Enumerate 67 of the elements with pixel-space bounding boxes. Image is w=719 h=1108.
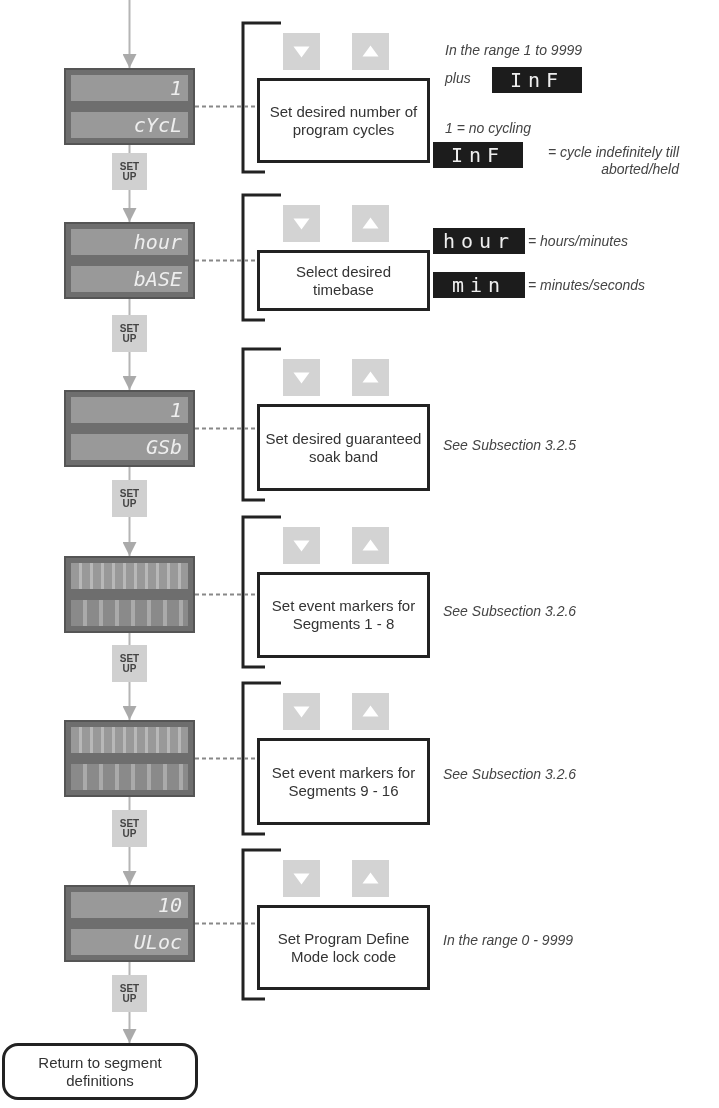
note-text: = hours/minutes bbox=[528, 233, 629, 250]
step-text: Set desired guaranteed soak band bbox=[264, 429, 423, 466]
note-text: See Subsection 3.2.6 bbox=[443, 603, 578, 620]
led-display bbox=[64, 885, 195, 962]
note-text: See Subsection 3.2.6 bbox=[443, 766, 578, 783]
led-display bbox=[64, 556, 195, 633]
display-readout: GSb bbox=[71, 434, 188, 460]
setup-key bbox=[112, 480, 147, 517]
terminal-box bbox=[2, 1043, 198, 1100]
note-text: = minutes/seconds bbox=[528, 277, 647, 294]
dashed-connector bbox=[194, 259, 258, 262]
note-text: 1 = no cycling bbox=[445, 120, 532, 137]
step-text: Set desired number of program cycles bbox=[268, 102, 419, 139]
display-readout: cYcL bbox=[71, 112, 188, 138]
dashed-connector bbox=[194, 922, 258, 925]
note-text: plus bbox=[445, 70, 472, 87]
process-box bbox=[257, 905, 430, 990]
setup-key bbox=[112, 810, 147, 847]
led-display bbox=[64, 390, 195, 467]
led-display bbox=[64, 68, 195, 145]
led-display bbox=[64, 720, 195, 797]
note-text: See Subsection 3.2.5 bbox=[443, 437, 578, 454]
step-text: Set Program Define Mode lock code bbox=[276, 929, 411, 966]
arrow bbox=[122, 516, 137, 557]
dashed-connector bbox=[194, 427, 258, 430]
display-readout: bASE bbox=[71, 266, 188, 292]
process-box bbox=[257, 78, 430, 163]
led-display bbox=[64, 222, 195, 299]
step-text: Select desired timebase bbox=[294, 262, 393, 299]
terminal-text: Return to segment definitions bbox=[37, 1053, 163, 1090]
display-readout: ULoc bbox=[71, 929, 188, 955]
setup-key bbox=[112, 153, 147, 190]
setup-key bbox=[112, 645, 147, 682]
note-text: In the range 1 to 9999 bbox=[445, 42, 583, 59]
arrow bbox=[122, 351, 137, 391]
step-text: Set event markers for Segments 1 - 8 bbox=[270, 597, 417, 633]
key-label: SET UP bbox=[118, 488, 141, 509]
arrow bbox=[122, 681, 137, 721]
display-readout: InF bbox=[492, 67, 582, 93]
key-label: SET UP bbox=[118, 818, 141, 839]
arrow bbox=[122, 1011, 137, 1044]
process-box bbox=[257, 404, 430, 491]
arrow bbox=[122, 846, 137, 886]
process-box bbox=[257, 738, 430, 825]
arrow bbox=[122, 189, 137, 223]
key-label: SET UP bbox=[118, 653, 141, 674]
key-label: SET UP bbox=[118, 323, 141, 344]
display-readout: hour bbox=[71, 229, 188, 255]
display-readout: hour bbox=[433, 228, 525, 254]
setup-key bbox=[112, 315, 147, 352]
display-readout: 1 bbox=[71, 75, 188, 101]
process-box bbox=[257, 572, 430, 658]
key-label: SET UP bbox=[118, 983, 141, 1004]
note-text: = cycle indefinitely till aborted/held bbox=[546, 144, 679, 178]
dashed-connector bbox=[194, 593, 258, 596]
display-readout: 10 bbox=[71, 892, 188, 918]
process-box bbox=[257, 250, 430, 311]
dashed-connector bbox=[194, 105, 258, 108]
display-readout: min bbox=[433, 272, 525, 298]
setup-key bbox=[112, 975, 147, 1012]
arrow bbox=[122, 0, 137, 69]
key-label: SET UP bbox=[118, 161, 141, 182]
note-text: In the range 0 - 9999 bbox=[443, 932, 574, 949]
dashed-connector bbox=[194, 757, 258, 760]
step-text: Set event markers for Segments 9 - 16 bbox=[270, 763, 417, 800]
display-readout: 1 bbox=[71, 397, 188, 423]
display-readout: InF bbox=[433, 142, 523, 168]
